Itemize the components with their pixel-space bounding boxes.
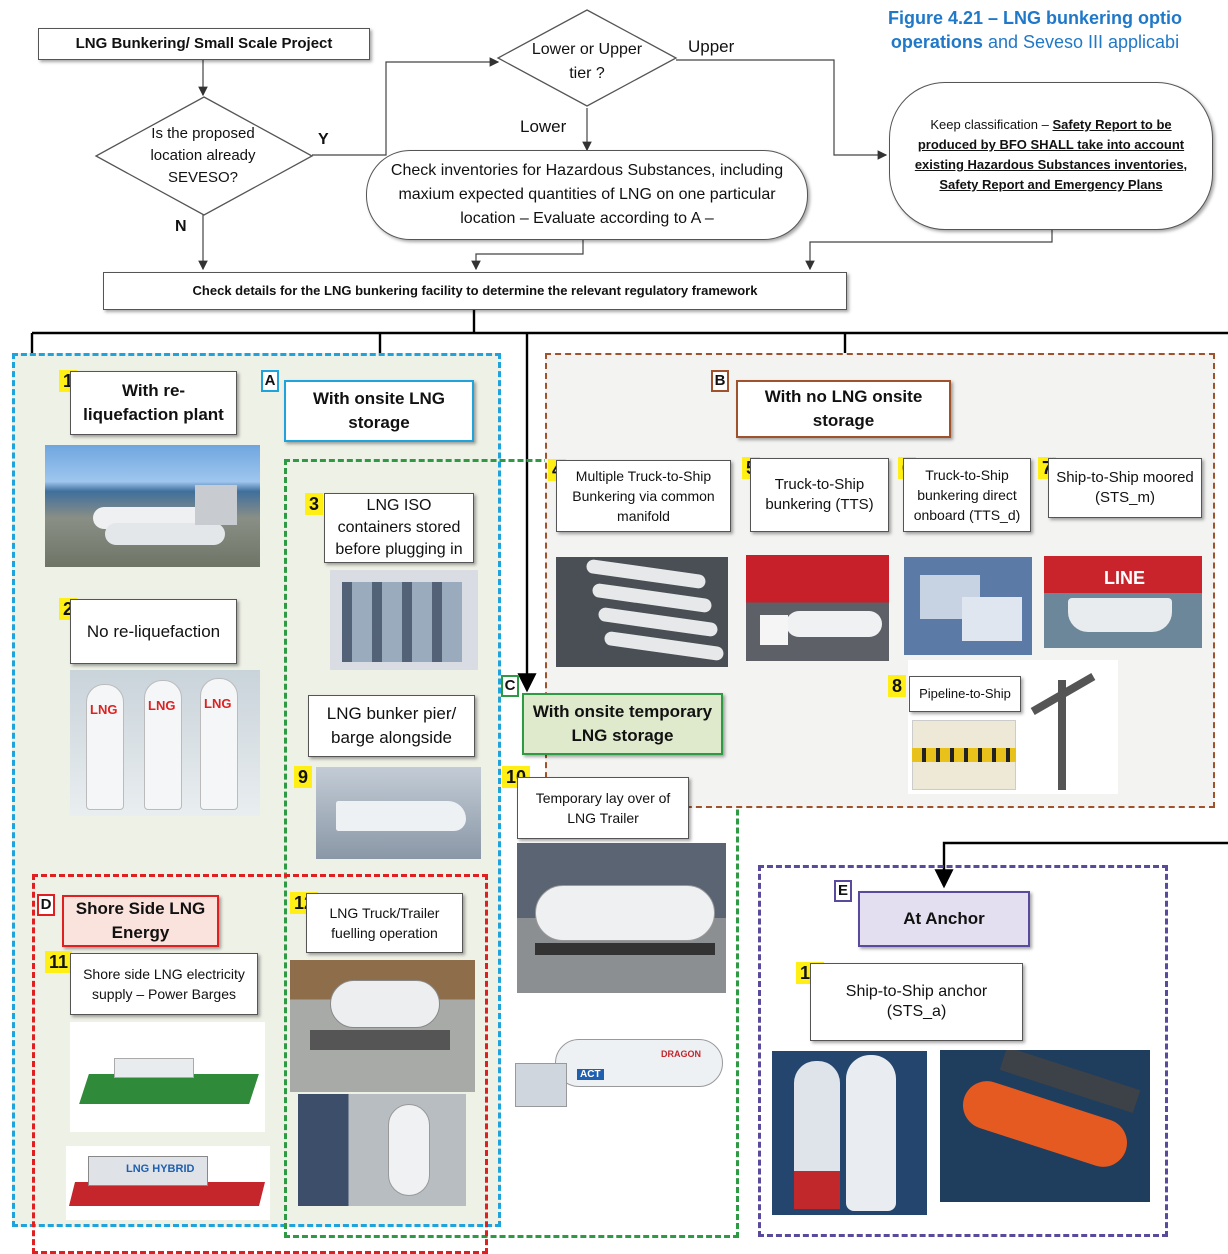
group-c-title: With onsite temporary LNG storage [522, 693, 723, 755]
group-e-letter: E [834, 880, 852, 902]
figure-caption: Figure 4.21 – LNG bunkering optio operat… [840, 6, 1228, 54]
decision-seveso-text: Is the proposed location already SEVESO? [150, 125, 256, 186]
photo-truck-fuelling-1 [290, 960, 475, 1092]
option-8-number: 8 [888, 675, 907, 697]
tank-label-1: LNG [90, 702, 118, 717]
check-details-box: Check details for the LNG bunkering faci… [103, 272, 847, 310]
decision-tier-text: Lower or Upper tier ? [531, 41, 643, 82]
tank-label-3: LNG [204, 696, 232, 711]
photo-truck-to-ship [746, 555, 889, 661]
option-11-number: 11 [45, 951, 73, 973]
decision-tier-diamond [496, 9, 678, 107]
group-a-title: With onsite LNG storage [284, 380, 474, 442]
group-e-region [758, 865, 1168, 1237]
option-1-label: With re-liquefaction plant [70, 371, 237, 435]
photo-lng-tanks: LNG LNG LNG [70, 670, 260, 816]
group-d-title: Shore Side LNG Energy [62, 895, 219, 947]
photo-bunker-barge [316, 767, 481, 859]
decision-seveso-diamond [94, 96, 314, 216]
photo-lng-trailer: ACT DRAGON [511, 1025, 726, 1125]
group-e-title: At Anchor [858, 891, 1030, 947]
option-8-label: Pipeline-to-Ship [909, 676, 1021, 712]
trailer-badge-text: ACT [577, 1069, 604, 1080]
group-c-letter: C [501, 675, 519, 697]
check-inventories-box: Check inventories for Hazardous Substanc… [366, 150, 808, 240]
photo-temporary-trailer [517, 843, 726, 993]
photo-ship-to-ship-anchor-1 [772, 1051, 927, 1215]
photo-ship-to-ship-moored: LINE [1044, 556, 1202, 648]
option-3-number: 3 [305, 493, 324, 515]
option-11-label: Shore side LNG electricity supply – Powe… [70, 953, 258, 1015]
figure-subtitle: operations and Seveso III applicabi [840, 30, 1228, 54]
option-9-number: 9 [294, 766, 313, 788]
group-b-title: With no LNG onsite storage [736, 380, 951, 438]
trailer-logo-text: DRAGON [661, 1049, 701, 1059]
photo-power-barge-2: LNG HYBRID [66, 1146, 270, 1220]
label-lower: Lower [520, 117, 567, 136]
figure-title: Figure 4.21 – LNG bunkering optio [887, 8, 1183, 28]
figure-subtitle-bold: operations [890, 32, 983, 52]
barge-word-text: LNG HYBRID [126, 1163, 195, 1175]
group-b-letter: B [711, 370, 729, 392]
start-box: LNG Bunkering/ Small Scale Project [38, 28, 370, 60]
photo-reliquefaction-plant [45, 445, 260, 567]
option-5-label: Truck-to-Ship bunkering (TTS) [750, 458, 889, 532]
ship-line-text: LINE [1104, 568, 1146, 588]
label-y: Y [318, 131, 329, 148]
option-9-label: LNG bunker pier/ barge alongside [308, 695, 475, 757]
photo-truck-direct-onboard [904, 557, 1032, 655]
keep-classification-underlined: Safety Report to be produced by BFO SHAL… [914, 117, 1188, 192]
group-d-letter: D [37, 894, 55, 916]
option-2-label: No re-liquefaction [70, 599, 237, 664]
option-4-label: Multiple Truck-to-Ship Bunkering via com… [556, 460, 731, 532]
option-10-label: Temporary lay over of LNG Trailer [517, 777, 689, 839]
photo-ship-to-ship-anchor-2 [940, 1050, 1150, 1202]
photo-truck-fuelling-2 [298, 1094, 466, 1206]
group-a-letter: A [261, 370, 279, 392]
keep-classification-prefix: Keep classification – [930, 117, 1053, 132]
photo-power-barge-1 [70, 1022, 265, 1132]
figure-subtitle-rest: and Seveso III applicabi [982, 32, 1180, 52]
option-12-label: LNG Truck/Trailer fuelling operation [306, 893, 463, 953]
option-6-label: Truck-to-Ship bunkering direct onboard (… [903, 458, 1031, 532]
photo-multiple-trucks [556, 557, 728, 667]
label-n: N [175, 218, 187, 235]
photo-iso-containers [330, 570, 478, 670]
label-upper: Upper [688, 37, 735, 56]
keep-classification-box: Keep classification – Safety Report to b… [889, 82, 1213, 230]
group-c-region [284, 459, 739, 1238]
option-3-label: LNG ISO containers stored before pluggin… [324, 493, 474, 563]
option-13-label: Ship-to-Ship anchor (STS_a) [810, 963, 1023, 1041]
tank-label-2: LNG [148, 698, 176, 713]
option-7-label: Ship-to-Ship moored (STS_m) [1048, 458, 1202, 518]
